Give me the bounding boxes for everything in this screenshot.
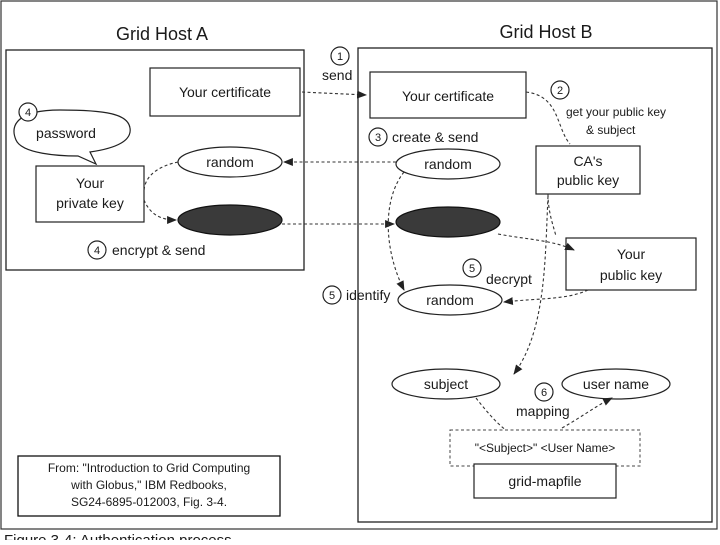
- grid-host-a-container: [5, 49, 305, 271]
- step-4-encrypt-label: encrypt & send: [112, 242, 205, 258]
- arrow-step2-get-key: [525, 91, 571, 145]
- arrow-step6-mapping: [561, 397, 613, 429]
- your-public-key-box: [565, 237, 697, 291]
- step-4-encrypt-number: 4: [94, 245, 100, 257]
- connector-random-to-key: [143, 161, 179, 193]
- citation-line3: SG24-6895-012003, Fig. 3-4.: [71, 495, 227, 509]
- step-4-encrypt-badge: [87, 240, 107, 260]
- ca-public-key-line1: CA's: [573, 153, 602, 169]
- citation-box: [17, 455, 281, 517]
- user-name-ellipse: [561, 368, 671, 400]
- host-a-random-label: random: [206, 154, 253, 170]
- host-b-certificate-box: [369, 71, 527, 119]
- step-2-label-line1: get your public key: [566, 105, 666, 119]
- step-5-decrypt-number: 5: [469, 263, 475, 275]
- host-a-encrypted-ellipse: [177, 204, 283, 236]
- arrow-key-to-encrypted: [143, 199, 177, 224]
- your-public-key-line2: public key: [600, 267, 662, 283]
- arrow-step5-identify: [387, 171, 405, 291]
- step-2-number: 2: [557, 85, 563, 97]
- your-public-key-line1: Your: [617, 246, 646, 262]
- figure-caption-fragment: Figure 3-4: Authentication process: [4, 532, 232, 540]
- step-5-decrypt-badge: [462, 258, 482, 278]
- password-bubble: [13, 109, 131, 166]
- step-1-number: 1: [337, 51, 343, 63]
- arrow-step1-send: [301, 90, 367, 99]
- step-5-identify-number: 5: [329, 290, 335, 302]
- step-4-password-badge: [18, 102, 38, 122]
- step-6-badge: [534, 382, 554, 402]
- step-3-label: create & send: [392, 129, 478, 145]
- host-a-certificate-label: Your certificate: [179, 84, 271, 100]
- connector-subject-to-mapfile: [475, 397, 507, 431]
- step-3-badge: [368, 127, 388, 147]
- grid-host-a-title: Grid Host A: [116, 24, 208, 44]
- step-1-label: send: [322, 67, 352, 83]
- host-b-encrypted-ellipse: [395, 206, 501, 238]
- subject-label: subject: [424, 376, 468, 392]
- ca-public-key-line2: public key: [557, 172, 619, 188]
- connector-ca-to-public-key: [547, 193, 557, 237]
- step-5-decrypt-label: decrypt: [486, 271, 532, 287]
- step-2-badge: [550, 80, 570, 100]
- step-6-number: 6: [541, 387, 547, 399]
- ca-public-key-box: [535, 145, 641, 195]
- host-b-random-label: random: [424, 156, 471, 172]
- arrow-key-to-subject: [513, 195, 549, 375]
- citation-line2: with Globus," IBM Redbooks,: [70, 478, 227, 492]
- step-4-password-number: 4: [25, 107, 31, 119]
- host-a-certificate-box: [149, 67, 301, 117]
- user-name-label: user name: [583, 376, 649, 392]
- grid-host-b-title: Grid Host B: [499, 22, 592, 42]
- outer-frame: [0, 0, 718, 530]
- step-2-label-line2: & subject: [586, 123, 636, 137]
- subject-ellipse: [391, 368, 501, 400]
- grid-mapfile-box: [473, 463, 617, 499]
- step-6-label: mapping: [516, 403, 570, 419]
- password-label: password: [36, 125, 96, 141]
- host-b-certificate-label: Your certificate: [402, 88, 494, 104]
- grid-mapfile-header: "<Subject>" <User Name>: [475, 441, 616, 455]
- step-5-identify-badge: [322, 285, 342, 305]
- step-3-number: 3: [375, 132, 381, 144]
- step-1-badge: [330, 46, 350, 66]
- grid-mapfile-label: grid-mapfile: [508, 473, 581, 489]
- host-b-random-ellipse: [395, 148, 501, 180]
- host-b-decrypted-random-label: random: [426, 292, 473, 308]
- step-5-identify-label: identify: [346, 287, 390, 303]
- host-b-decrypted-random-ellipse: [397, 284, 503, 316]
- private-key-label-line2: private key: [56, 195, 124, 211]
- arrow-step5-decrypt: [503, 289, 589, 305]
- private-key-label-line1: Your: [76, 175, 105, 191]
- arrow-encrypted-to-public-key: [497, 233, 575, 251]
- grid-host-b-container: [357, 47, 713, 523]
- private-key-box: [35, 165, 145, 223]
- citation-line1: From: "Introduction to Grid Computing: [48, 461, 250, 475]
